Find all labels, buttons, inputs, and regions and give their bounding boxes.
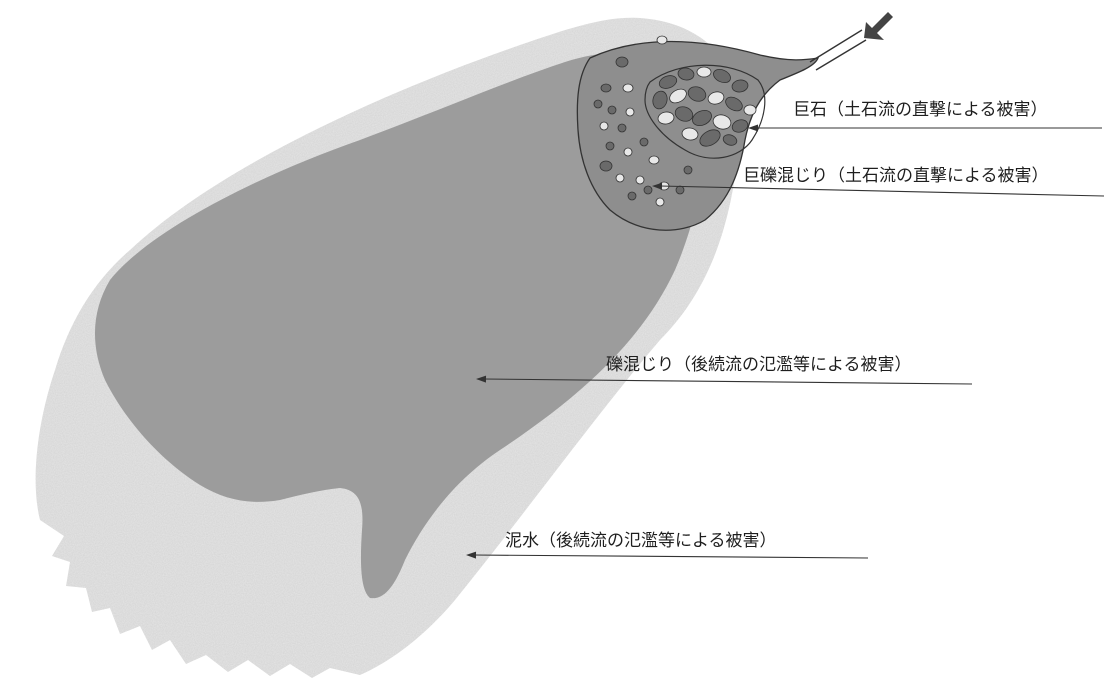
stone (696, 66, 712, 78)
stone (731, 119, 749, 133)
stone (683, 165, 693, 175)
stone (658, 75, 678, 89)
stone (617, 123, 627, 133)
stone (677, 67, 695, 81)
boulder-cluster-outline (644, 64, 766, 159)
stone (607, 105, 617, 115)
leader-gravel (476, 375, 973, 385)
stone (643, 185, 653, 195)
stone (635, 175, 645, 185)
stone (731, 79, 749, 93)
stone (725, 96, 743, 112)
leader-mud (466, 551, 869, 559)
stone (687, 86, 707, 102)
stone (652, 90, 668, 110)
stone (707, 91, 725, 105)
stone (625, 107, 635, 117)
stone (605, 141, 615, 151)
stone (675, 185, 685, 195)
leader-boulder (748, 124, 1102, 132)
channel-icon (809, 29, 867, 71)
stone (599, 121, 609, 131)
stone (692, 109, 712, 127)
leader-lines (466, 124, 1105, 559)
stone (713, 68, 731, 84)
stone (655, 197, 665, 207)
stone (622, 83, 634, 93)
stone (712, 114, 732, 130)
stone (593, 99, 603, 109)
stone (648, 155, 660, 165)
label-gravel: 礫混じり（後続流の氾濫等による被害） (606, 355, 912, 375)
stone (681, 127, 699, 141)
stone (656, 35, 668, 45)
stone (699, 129, 721, 147)
stone (627, 191, 637, 201)
stone (615, 173, 625, 183)
stones-group (593, 35, 757, 207)
stone (722, 134, 738, 146)
arrow-down-left-icon (864, 12, 893, 40)
stone (615, 56, 629, 68)
stone (743, 104, 757, 116)
stone (600, 83, 612, 93)
stone (669, 88, 687, 104)
label-boulder: 巨石（土石流の直撃による被害） (793, 100, 1048, 120)
label-mud: 泥水（後続流の氾濫等による被害） (505, 531, 777, 551)
leader-gravel-boulder (652, 182, 1105, 197)
stone (657, 111, 675, 125)
stone (623, 147, 633, 157)
label-gravel-boulder: 巨礫混じり（土石流の直撃による被害） (743, 166, 1049, 186)
gravel-zone (94, 52, 703, 599)
stone (599, 160, 613, 172)
stone (674, 106, 694, 122)
stone (639, 137, 649, 147)
